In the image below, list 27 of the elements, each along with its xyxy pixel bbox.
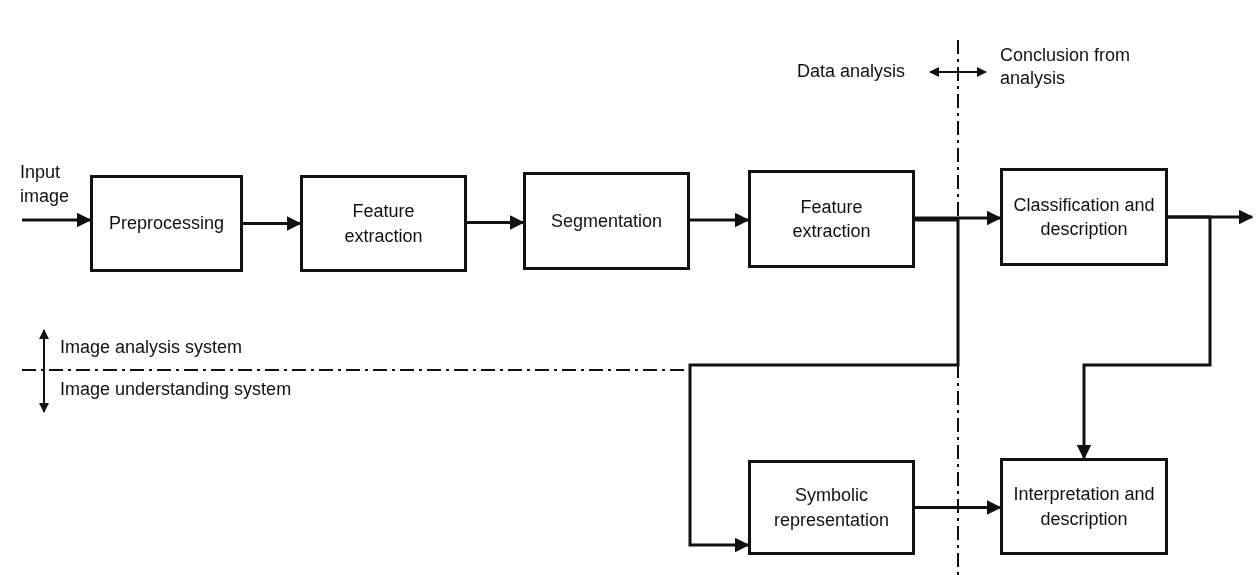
arrow bbox=[1076, 215, 1212, 460]
process-box bbox=[748, 460, 915, 555]
arrow bbox=[915, 210, 1002, 226]
arrow bbox=[915, 500, 1002, 515]
arrow bbox=[690, 212, 750, 228]
process-box bbox=[1000, 458, 1168, 555]
annotation-label: Image understanding system bbox=[60, 378, 292, 401]
arrow bbox=[688, 218, 960, 553]
input-label: Input image bbox=[20, 161, 71, 209]
arrow bbox=[22, 212, 92, 228]
box-label: Segmentation bbox=[550, 209, 663, 233]
arrow bbox=[467, 215, 525, 230]
annotation-label: Conclusion from analysis bbox=[1000, 44, 1132, 91]
process-box bbox=[1000, 168, 1168, 266]
process-box bbox=[523, 172, 690, 270]
box-label: Symbolic representation bbox=[772, 484, 891, 532]
box-label: Interpretation and description bbox=[1012, 483, 1156, 531]
box-label: Feature extraction bbox=[343, 200, 424, 248]
box-label: Classification and description bbox=[1012, 193, 1156, 241]
box-label: Feature extraction bbox=[791, 195, 872, 243]
process-box bbox=[90, 175, 243, 272]
box-label: Preprocessing bbox=[108, 212, 225, 236]
arrow bbox=[243, 216, 302, 231]
process-box bbox=[748, 170, 915, 268]
process-box bbox=[300, 175, 467, 272]
annotation-label: Image analysis system bbox=[60, 336, 243, 359]
annotation-label: Data analysis bbox=[797, 60, 906, 83]
